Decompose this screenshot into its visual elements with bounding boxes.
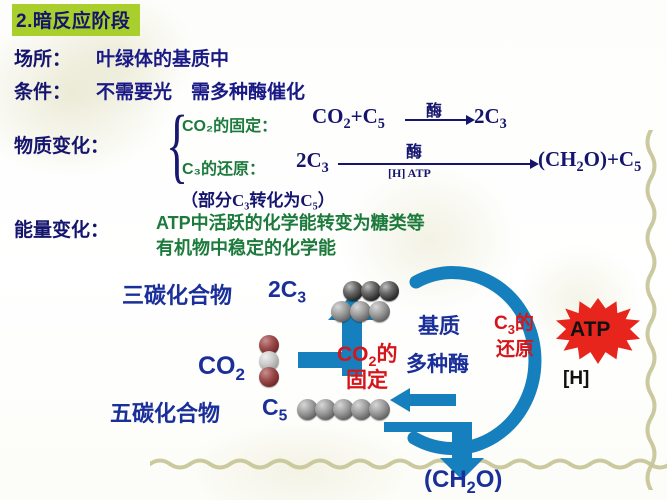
row-label-material: 物质变化：	[14, 136, 110, 157]
c5-sphere-4	[351, 399, 372, 420]
h-label: [H]	[563, 368, 590, 389]
row-label-location: 场所：	[14, 49, 72, 70]
five-carbon-compound-label: 五碳化合物	[110, 401, 221, 426]
five-carbon-formula-sub: 5	[278, 407, 288, 425]
co2-label-sub: 2	[235, 365, 245, 384]
co2-oxygen-sphere-top	[259, 335, 279, 355]
c5-sphere-5	[369, 399, 390, 420]
cycle-output-arrow-icon	[384, 422, 484, 480]
product-label-sub: 2	[466, 478, 476, 497]
three-carbon-formula-sub: 3	[297, 289, 307, 307]
c3-reduction-de: 的	[514, 313, 534, 334]
c3-reduction-c-sub: 3	[507, 321, 515, 337]
row-label-energy: 能量变化：	[14, 220, 110, 241]
co2-carbon-sphere	[259, 351, 279, 371]
five-carbon-formula: C5	[262, 394, 287, 426]
c3-reduction-label-line2: 还原	[496, 339, 535, 360]
eq2-arrow-line	[338, 163, 532, 165]
eq2-products: (CH2O)+C5	[538, 147, 641, 176]
co2-oxygen-sphere-bottom	[259, 367, 279, 387]
eq2-arrow-head-icon	[530, 159, 539, 169]
enzymes-label: 多种酶	[406, 353, 469, 376]
eq1-arrow-line	[405, 119, 468, 121]
eq1-reactants: CO2+C5	[312, 104, 385, 133]
eq1-c5-sub: 5	[377, 116, 385, 133]
eq2-label: C₃的还原：	[182, 161, 265, 178]
c5-sphere-1	[297, 399, 318, 420]
eq2-enzyme-label: 酶	[406, 144, 423, 161]
eq3-note: （部分C₃转化为C₅）	[181, 191, 335, 210]
eq2-2c3-sub: 3	[321, 160, 329, 177]
co2-fixation-label-line1: CO2的	[337, 338, 397, 370]
eq2-cofactors-label: [H] ATP	[388, 166, 431, 180]
eq1-label: CO₂的固定：	[182, 118, 278, 135]
eq2-ch2o-sub: 2	[576, 159, 584, 176]
row-label-condition: 条件：	[14, 82, 72, 103]
c3-reduction-label-line1: C3的	[494, 308, 534, 337]
c3-dark-sphere-2	[361, 281, 381, 301]
co2-label-text: CO	[198, 352, 236, 380]
eq1-2c3: 2C	[474, 104, 500, 128]
c3-dark-sphere-3	[379, 281, 399, 301]
material-change-brace: {	[166, 99, 189, 192]
wave-border-right-icon	[645, 130, 657, 490]
eq1-arrow-head-icon	[466, 115, 475, 125]
eq2-ch2o: (CH	[538, 147, 577, 171]
eq1-enzyme-label: 酶	[426, 103, 443, 120]
co2-fixation-de: 的	[376, 343, 398, 366]
eq2-reactants: 2C3	[296, 148, 329, 177]
three-carbon-formula: 2C3	[268, 276, 306, 308]
eq2-c5-sub: 5	[634, 159, 642, 176]
co2-fixation-label-line2: 固定	[346, 369, 388, 392]
c3-gray-sphere-2	[350, 301, 371, 322]
co2-fixation-co2-sub: 2	[368, 354, 377, 371]
stroma-label: 基质	[418, 315, 460, 338]
page-title: 2.暗反应阶段	[12, 4, 141, 36]
eq1-products: 2C3	[474, 104, 507, 133]
eq2-2c3: 2C	[296, 148, 322, 172]
co2-fixation-co2: CO	[337, 343, 369, 366]
row-value-condition: 不需要光 需多种酶催化	[96, 82, 306, 103]
c3-dark-sphere-1	[343, 281, 363, 301]
three-carbon-formula-text: 2C	[268, 276, 298, 302]
product-label-tail: O)	[475, 466, 503, 493]
eq2-ch2o-tail: O)+C	[583, 147, 635, 171]
eq1-plus-c5: +C	[350, 104, 378, 128]
product-label: (CH2O)	[424, 466, 502, 498]
row-value-location: 叶绿体的基质中	[96, 49, 230, 70]
product-label-text: (CH	[424, 466, 467, 493]
c5-sphere-2	[315, 399, 336, 420]
energy-change-line1: ATP中活跃的化学能转变为糖类等	[156, 213, 425, 233]
c3-gray-sphere-1	[331, 301, 352, 322]
eq1-co2: CO	[312, 104, 344, 128]
c5-feed-arrow-icon	[390, 388, 456, 412]
five-carbon-formula-text: C	[262, 394, 279, 420]
atp-label: ATP	[570, 318, 611, 341]
co2-label: CO2	[198, 352, 245, 385]
eq1-co2-sub: 2	[343, 116, 351, 133]
c3-reduction-c: C	[494, 313, 508, 334]
energy-change-line2: 有机物中稳定的化学能	[156, 238, 336, 258]
three-carbon-compound-label: 三碳化合物	[122, 283, 233, 308]
c3-gray-sphere-3	[369, 301, 390, 322]
c5-sphere-3	[333, 399, 354, 420]
eq1-2c3-sub: 3	[499, 116, 507, 133]
